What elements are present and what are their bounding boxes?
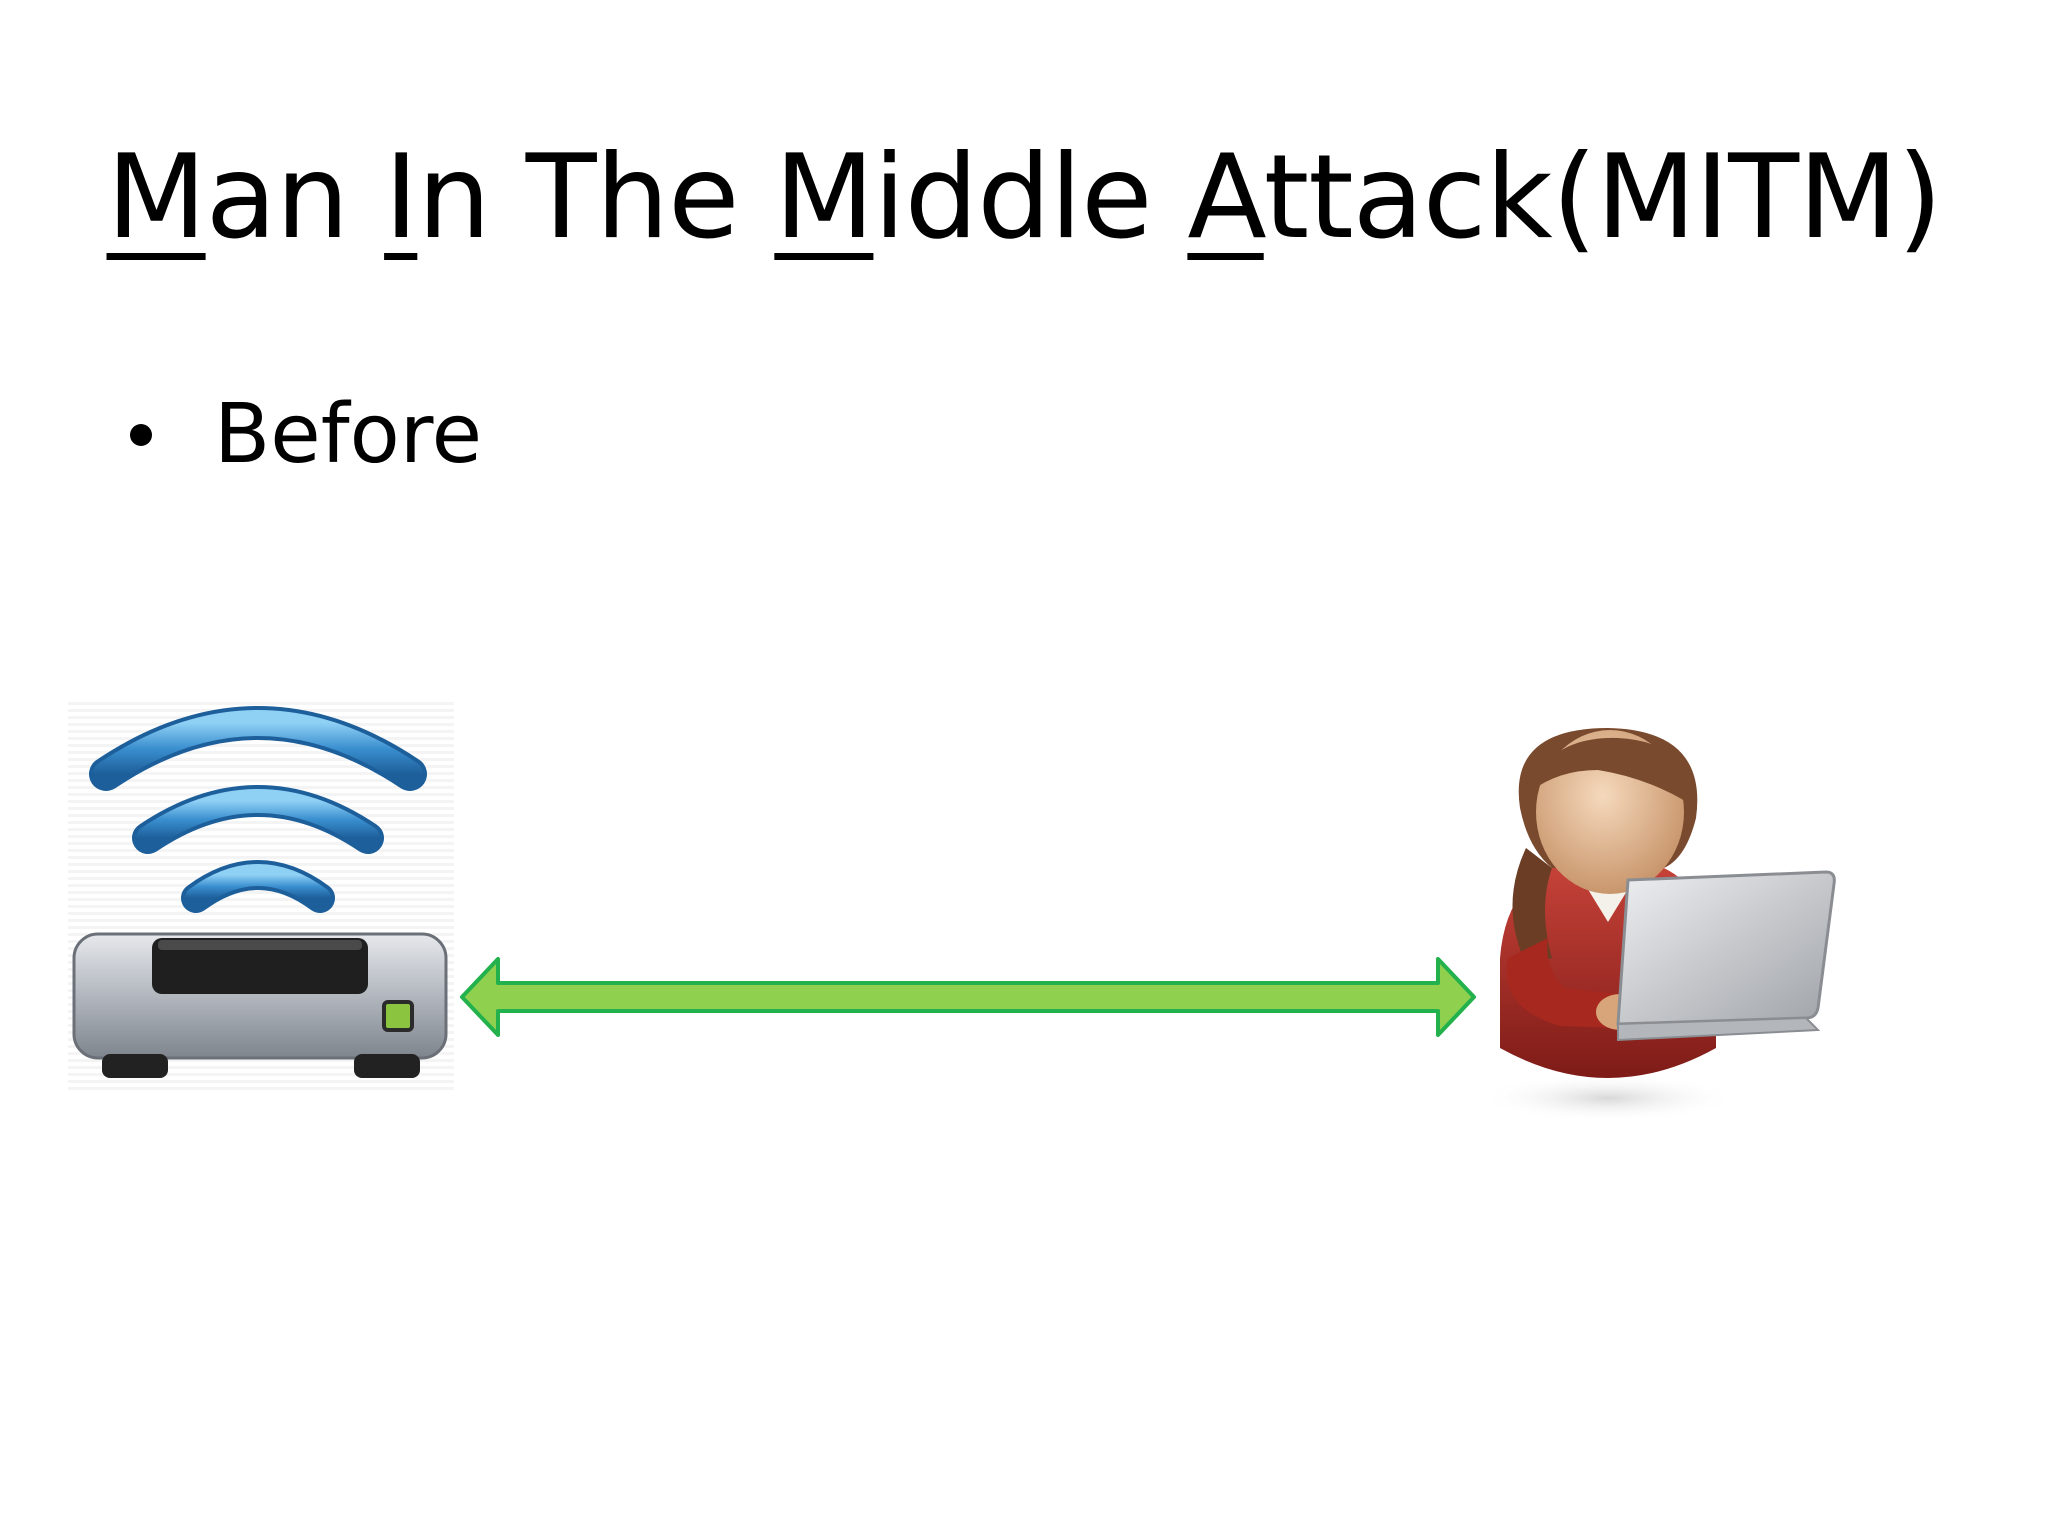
title-part: M <box>106 130 207 265</box>
bidirectional-arrow-icon <box>460 957 1476 1037</box>
bullet-item: Before <box>120 385 482 485</box>
title-part: A <box>1187 130 1264 265</box>
wifi-router-icon <box>72 706 448 1078</box>
router-led <box>382 1000 414 1032</box>
title-part: I <box>384 130 418 265</box>
title-part: M <box>774 130 874 265</box>
bullet-text: Before <box>214 387 483 482</box>
router-node <box>68 702 454 1094</box>
title-part: ttack(MITM) <box>1263 130 1943 265</box>
laptop-icon <box>1616 870 1836 1042</box>
bullet-dot-icon <box>130 424 152 446</box>
title-part: an <box>205 130 385 265</box>
title-part: n The <box>417 130 775 265</box>
user-node <box>1468 708 1868 1128</box>
bullet-list: Before <box>120 385 482 485</box>
connection-arrow <box>458 954 1478 1040</box>
user-with-laptop-icon <box>1478 728 1836 1122</box>
slide-title: Man In The Middle Attack(MITM) <box>0 128 2048 268</box>
title-part: iddle <box>873 130 1188 265</box>
